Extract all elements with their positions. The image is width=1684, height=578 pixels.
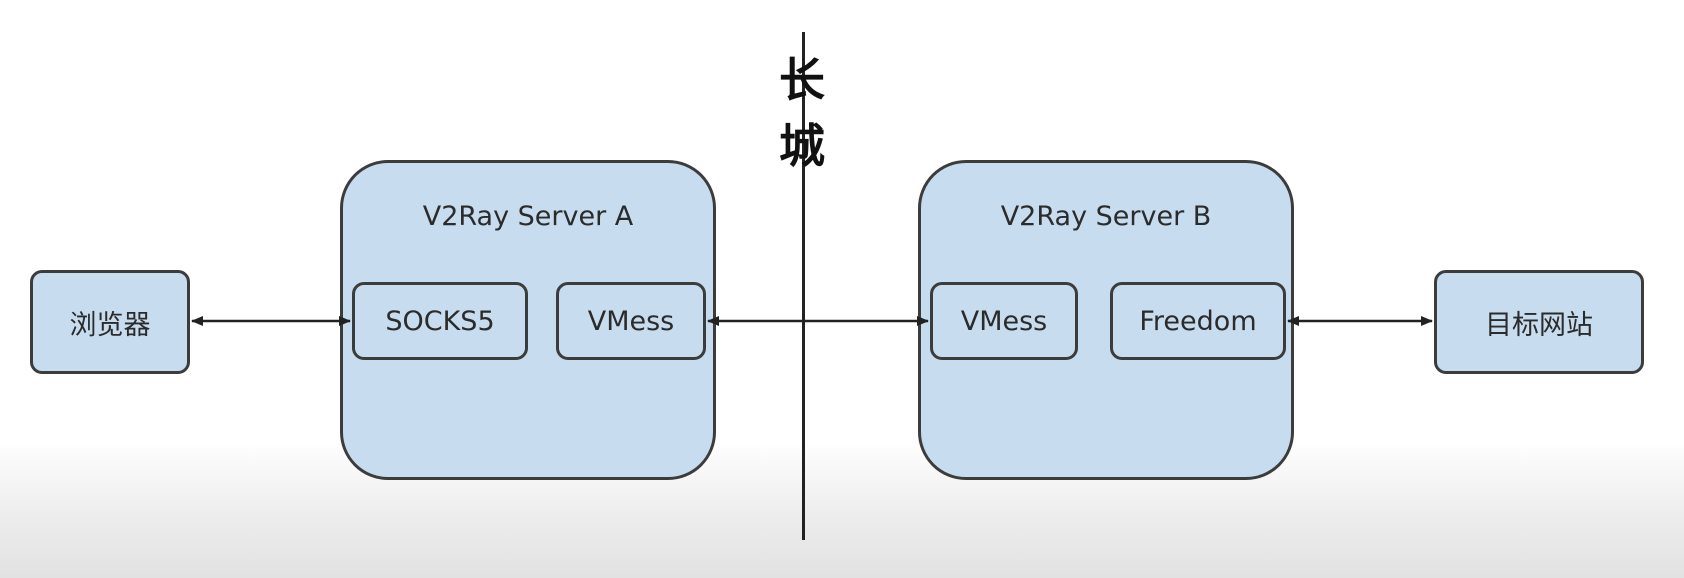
browser-node: 浏览器 xyxy=(30,270,190,374)
browser-node-label: 浏览器 xyxy=(69,309,151,341)
server-a-socks5-label: SOCKS5 xyxy=(385,305,495,337)
server-b-vmess-label: VMess xyxy=(960,305,1048,337)
server-b-vmess-inbound: VMess xyxy=(930,282,1078,360)
server-b-title: V2Ray Server B xyxy=(1000,201,1212,232)
firewall-label: 长城 xyxy=(779,53,831,173)
target-website-node: 目标网站 xyxy=(1434,270,1644,374)
server-a-title: V2Ray Server A xyxy=(422,201,634,232)
server-a-vmess-outbound: VMess xyxy=(556,282,706,360)
firewall-divider-line xyxy=(802,32,805,540)
target-website-label: 目标网站 xyxy=(1485,309,1593,341)
server-a-socks5-inbound: SOCKS5 xyxy=(352,282,528,360)
server-a-vmess-label: VMess xyxy=(587,305,675,337)
server-b-freedom-label: Freedom xyxy=(1139,305,1257,337)
server-b-freedom-outbound: Freedom xyxy=(1110,282,1286,360)
